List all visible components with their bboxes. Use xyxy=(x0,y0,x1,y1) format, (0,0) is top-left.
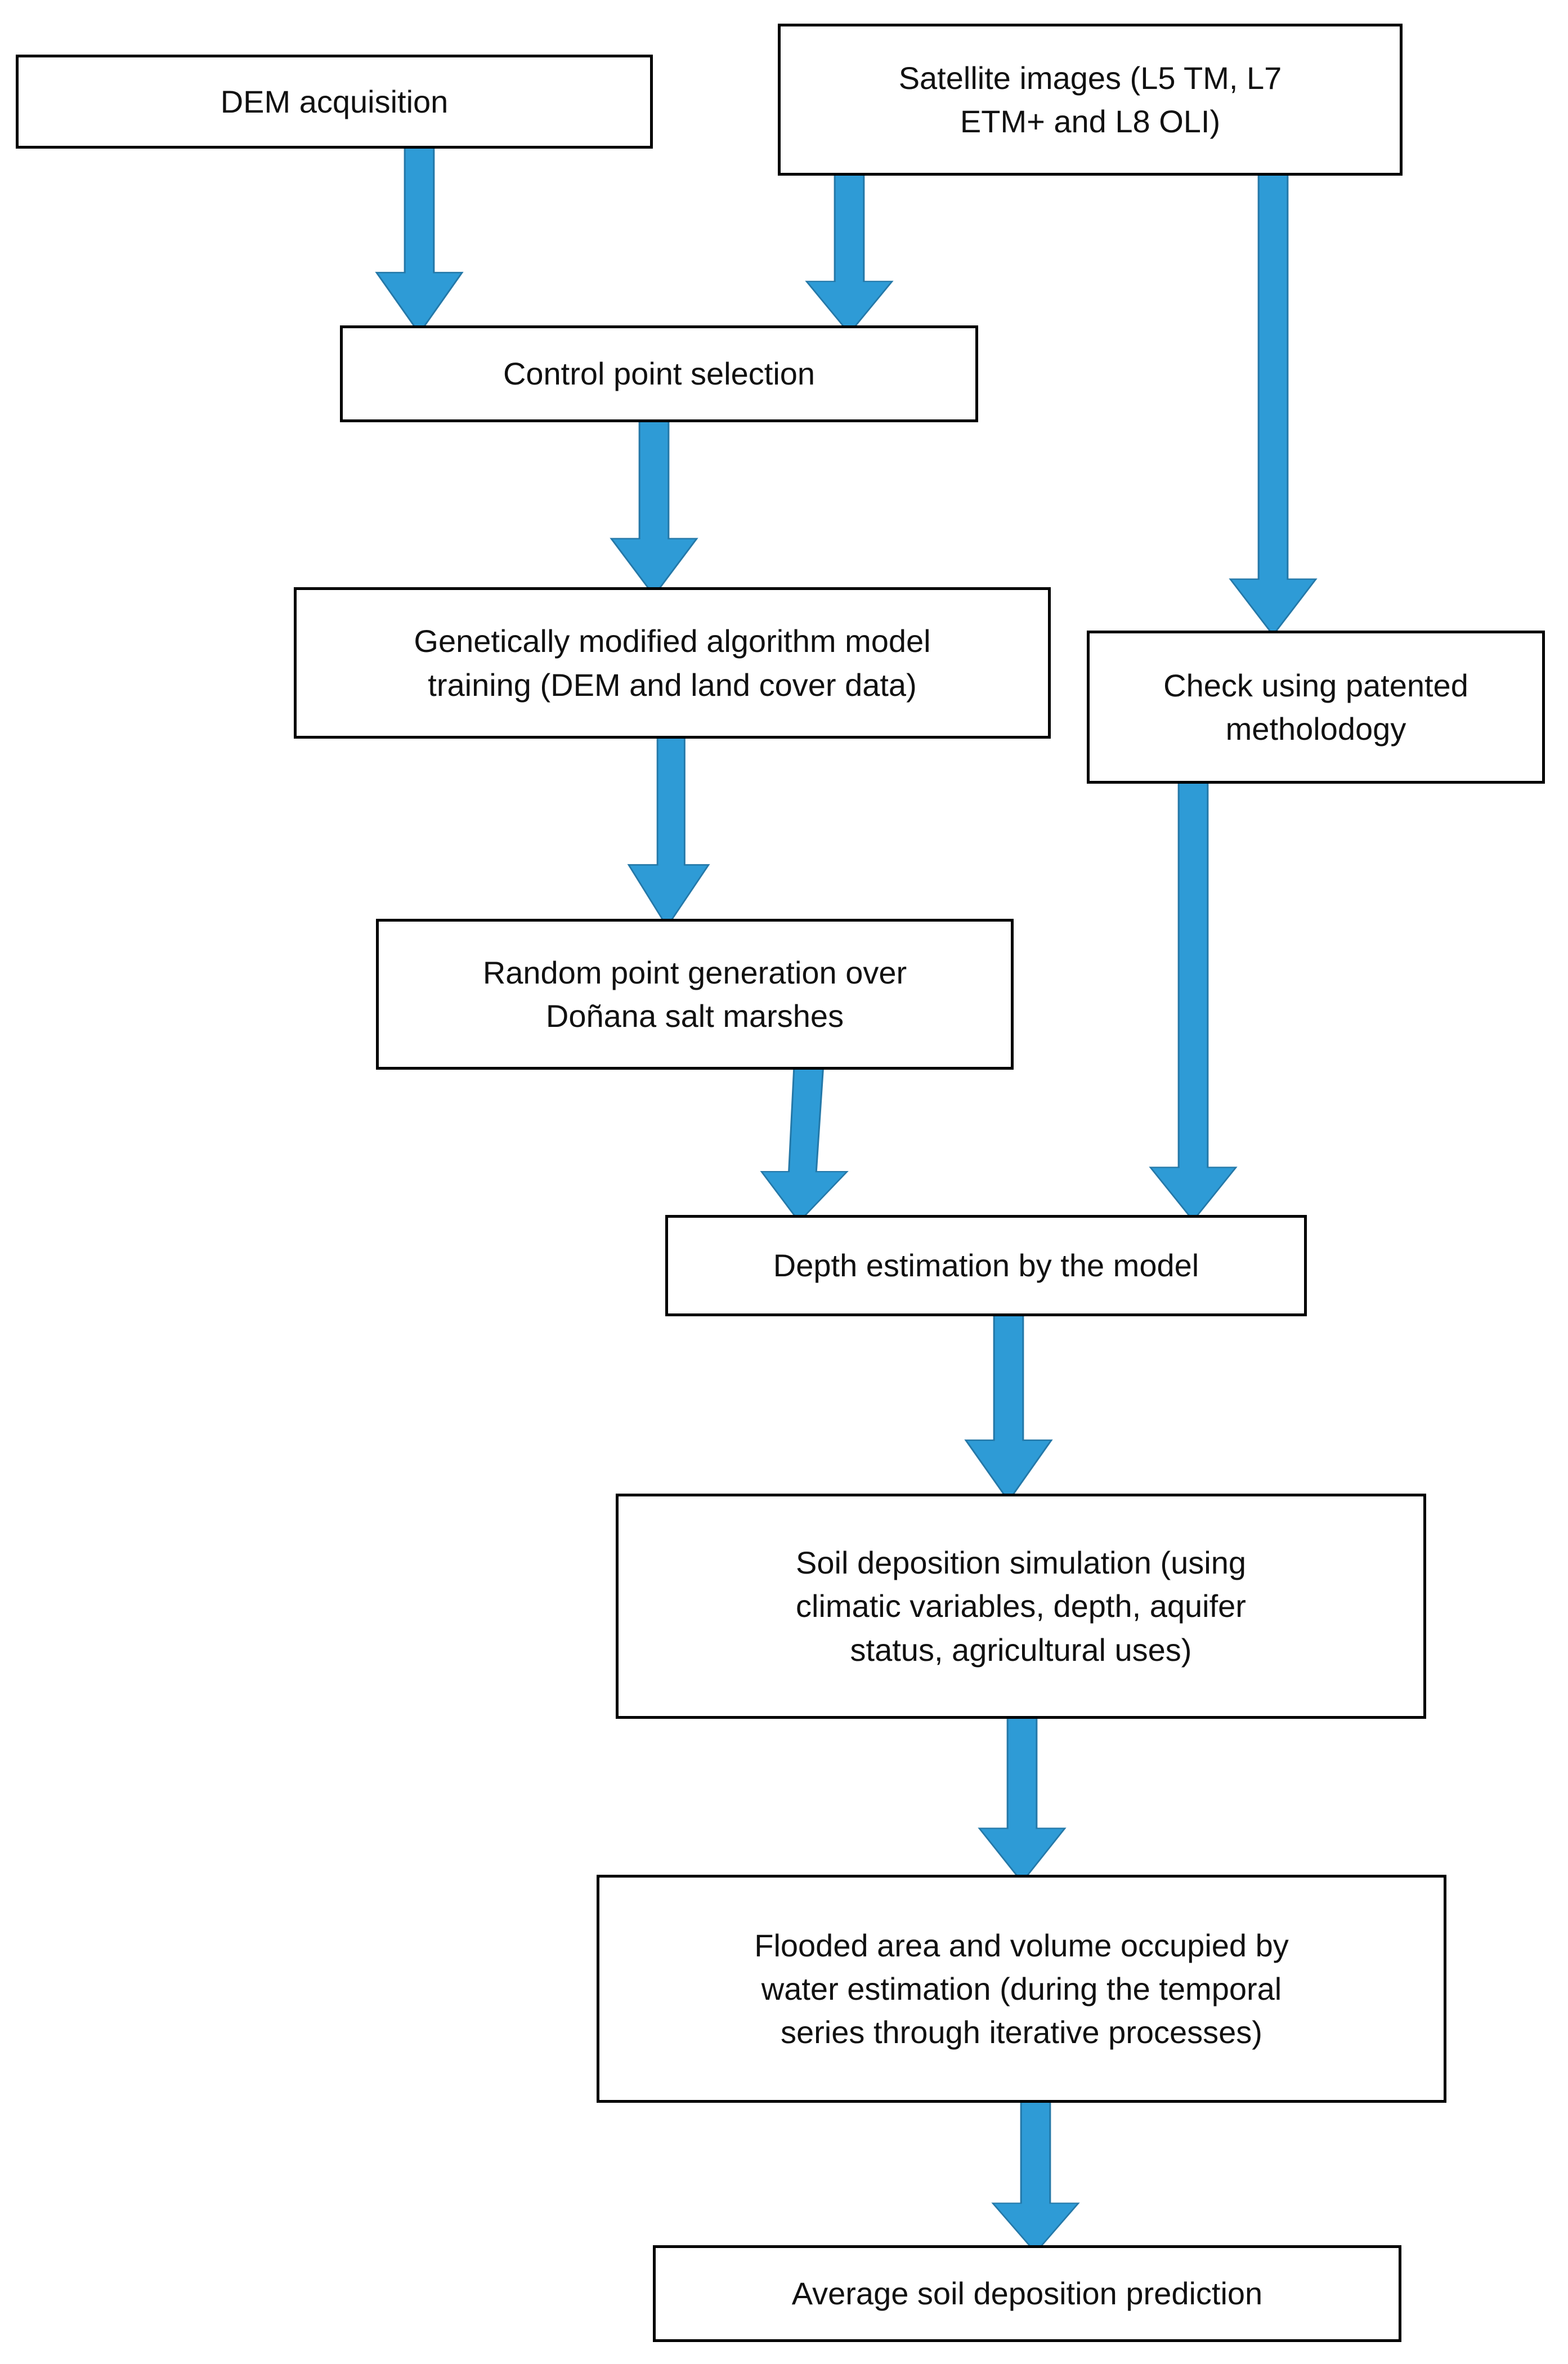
node-label: Genetically modified algorithm model tra… xyxy=(414,623,931,703)
node-gm-algorithm-training[interactable]: Genetically modified algorithm model tra… xyxy=(294,587,1051,739)
arrow-soil-to-flooded xyxy=(978,1717,1067,1884)
node-label: DEM acquisition xyxy=(220,83,449,119)
node-dem-acquisition[interactable]: DEM acquisition xyxy=(16,55,653,149)
node-soil-deposition-simulation[interactable]: Soil deposition simulation (using climat… xyxy=(616,1494,1426,1719)
node-label: Random point generation over Doñana salt… xyxy=(482,954,907,1034)
node-label: Control point selection xyxy=(503,356,816,392)
arrow-depth-to-soil xyxy=(964,1314,1053,1503)
arrow-check-to-depth xyxy=(1149,781,1238,1222)
arrow-training-to-random xyxy=(627,736,710,928)
arrow-satellite-to-check xyxy=(1229,173,1318,637)
node-random-point-generation[interactable]: Random point generation over Doñana salt… xyxy=(376,919,1014,1070)
node-label: Soil deposition simulation (using climat… xyxy=(796,1545,1246,1668)
arrow-satellite-to-control xyxy=(805,173,894,335)
node-flooded-area-volume[interactable]: Flooded area and volume occupied by wate… xyxy=(597,1875,1446,2103)
node-average-soil-deposition-prediction[interactable]: Average soil deposition prediction xyxy=(653,2245,1401,2342)
node-label: Depth estimation by the model xyxy=(773,1248,1199,1284)
node-depth-estimation[interactable]: Depth estimation by the model xyxy=(665,1215,1307,1316)
arrow-control-to-training xyxy=(610,420,698,597)
node-label: Flooded area and volume occupied by wate… xyxy=(754,1927,1289,2050)
node-check-patented-methodology[interactable]: Check using patented metholodogy xyxy=(1087,631,1545,784)
node-satellite-images[interactable]: Satellite images (L5 TM, L7 ETM+ and L8 … xyxy=(778,24,1403,176)
node-control-point-selection[interactable]: Control point selection xyxy=(340,325,978,422)
node-label: Check using patented metholodogy xyxy=(1163,667,1468,747)
arrow-random-to-depth xyxy=(760,1067,849,1223)
arrow-flooded-to-average xyxy=(991,2101,1080,2254)
node-label: Average soil deposition prediction xyxy=(791,2276,1263,2312)
node-label: Satellite images (L5 TM, L7 ETM+ and L8 … xyxy=(898,60,1282,139)
arrow-dem-to-control xyxy=(375,146,464,335)
